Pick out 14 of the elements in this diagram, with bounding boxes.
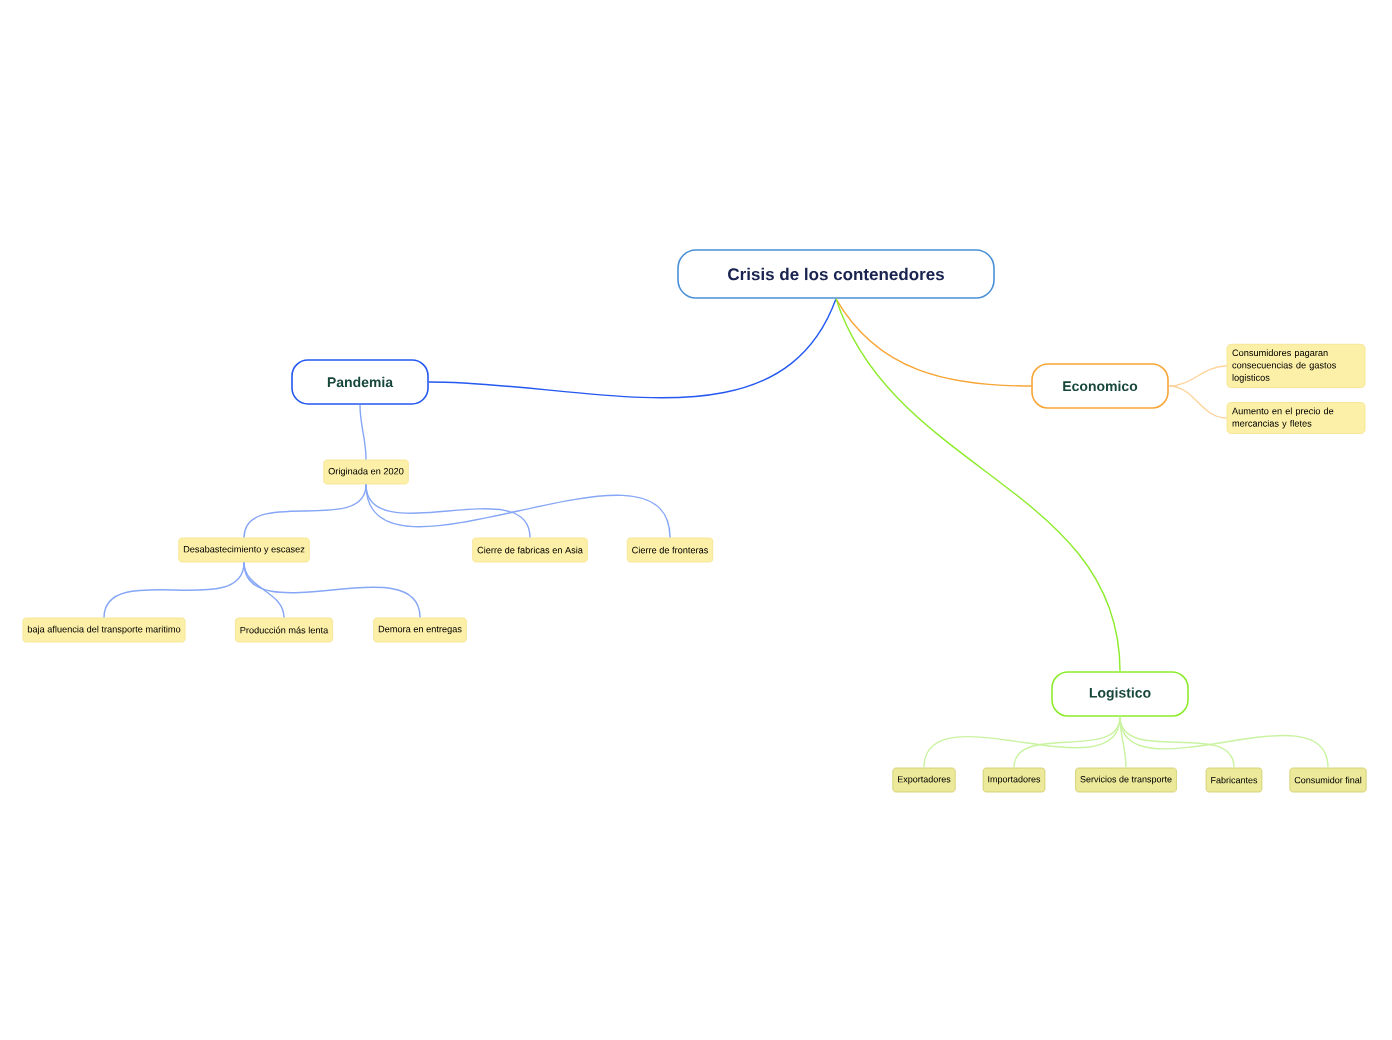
connector — [428, 298, 837, 399]
connector — [1168, 385, 1228, 419]
connector — [359, 404, 367, 461]
connector — [1168, 365, 1228, 387]
connector — [835, 298, 1121, 672]
connector — [1119, 716, 1329, 769]
central-topic: Crisis de los contenedores — [677, 249, 995, 299]
connector — [243, 483, 367, 539]
connector — [103, 561, 245, 619]
connector — [1119, 716, 1127, 769]
connector — [243, 561, 421, 619]
connector — [1013, 716, 1121, 769]
connector — [835, 298, 1032, 387]
connector — [365, 483, 671, 539]
